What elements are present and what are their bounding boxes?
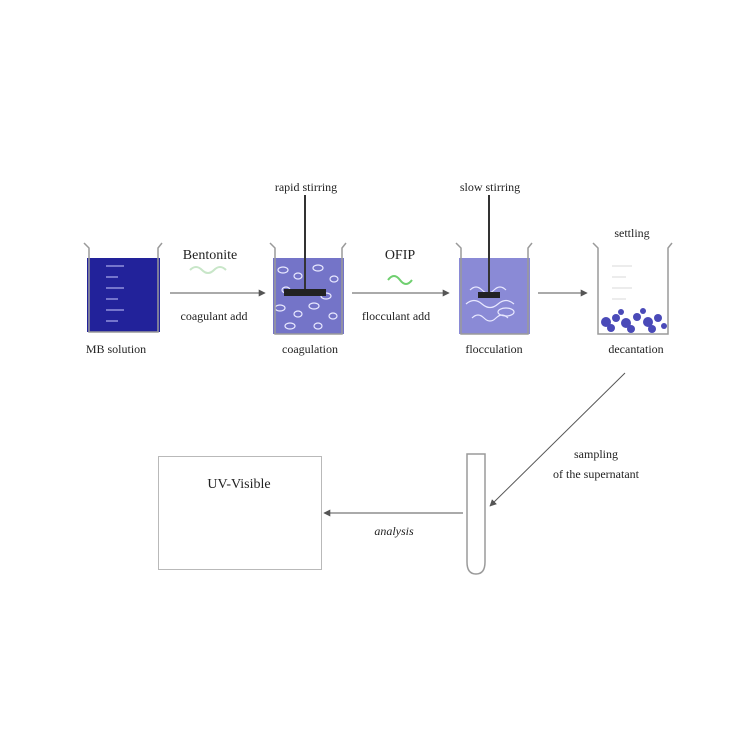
arrow-sampling xyxy=(489,372,626,507)
coagulation-label: coagulation xyxy=(282,342,338,356)
uv-visible-label: UV-Visible xyxy=(207,477,271,492)
analysis-label: analysis xyxy=(374,524,414,538)
beaker-coagulation-icon xyxy=(269,242,347,335)
rapid-stirrer-icon xyxy=(284,195,326,296)
bentonite-label: Bentonite xyxy=(182,248,238,263)
rapid-stirring-label: rapid stirring xyxy=(274,180,338,194)
flocculant-add-label: flocculant add xyxy=(361,309,431,323)
sampling-label-line2: of the supernatant xyxy=(553,467,639,481)
slow-stirring-label: slow stirring xyxy=(459,180,521,194)
bentonite-icon xyxy=(189,266,227,274)
uv-visible-panel xyxy=(158,456,322,570)
coagulant-add-label: coagulant add xyxy=(180,309,248,323)
ofip-icon xyxy=(387,275,413,285)
beaker-flocculation-icon xyxy=(455,242,533,335)
flocculation-label: flocculation xyxy=(465,342,523,356)
slow-stirrer-icon xyxy=(478,195,500,298)
mb-solution-label: MB solution xyxy=(85,342,147,356)
beaker-mb-solution-icon xyxy=(83,242,163,333)
beaker-decantation-icon xyxy=(592,242,673,335)
test-tube-icon xyxy=(466,453,486,575)
ofip-label: OFIP xyxy=(384,248,416,263)
settling-label: settling xyxy=(614,226,650,240)
sampling-label-line1: sampling xyxy=(574,447,618,461)
decantation-label: decantation xyxy=(608,342,664,356)
